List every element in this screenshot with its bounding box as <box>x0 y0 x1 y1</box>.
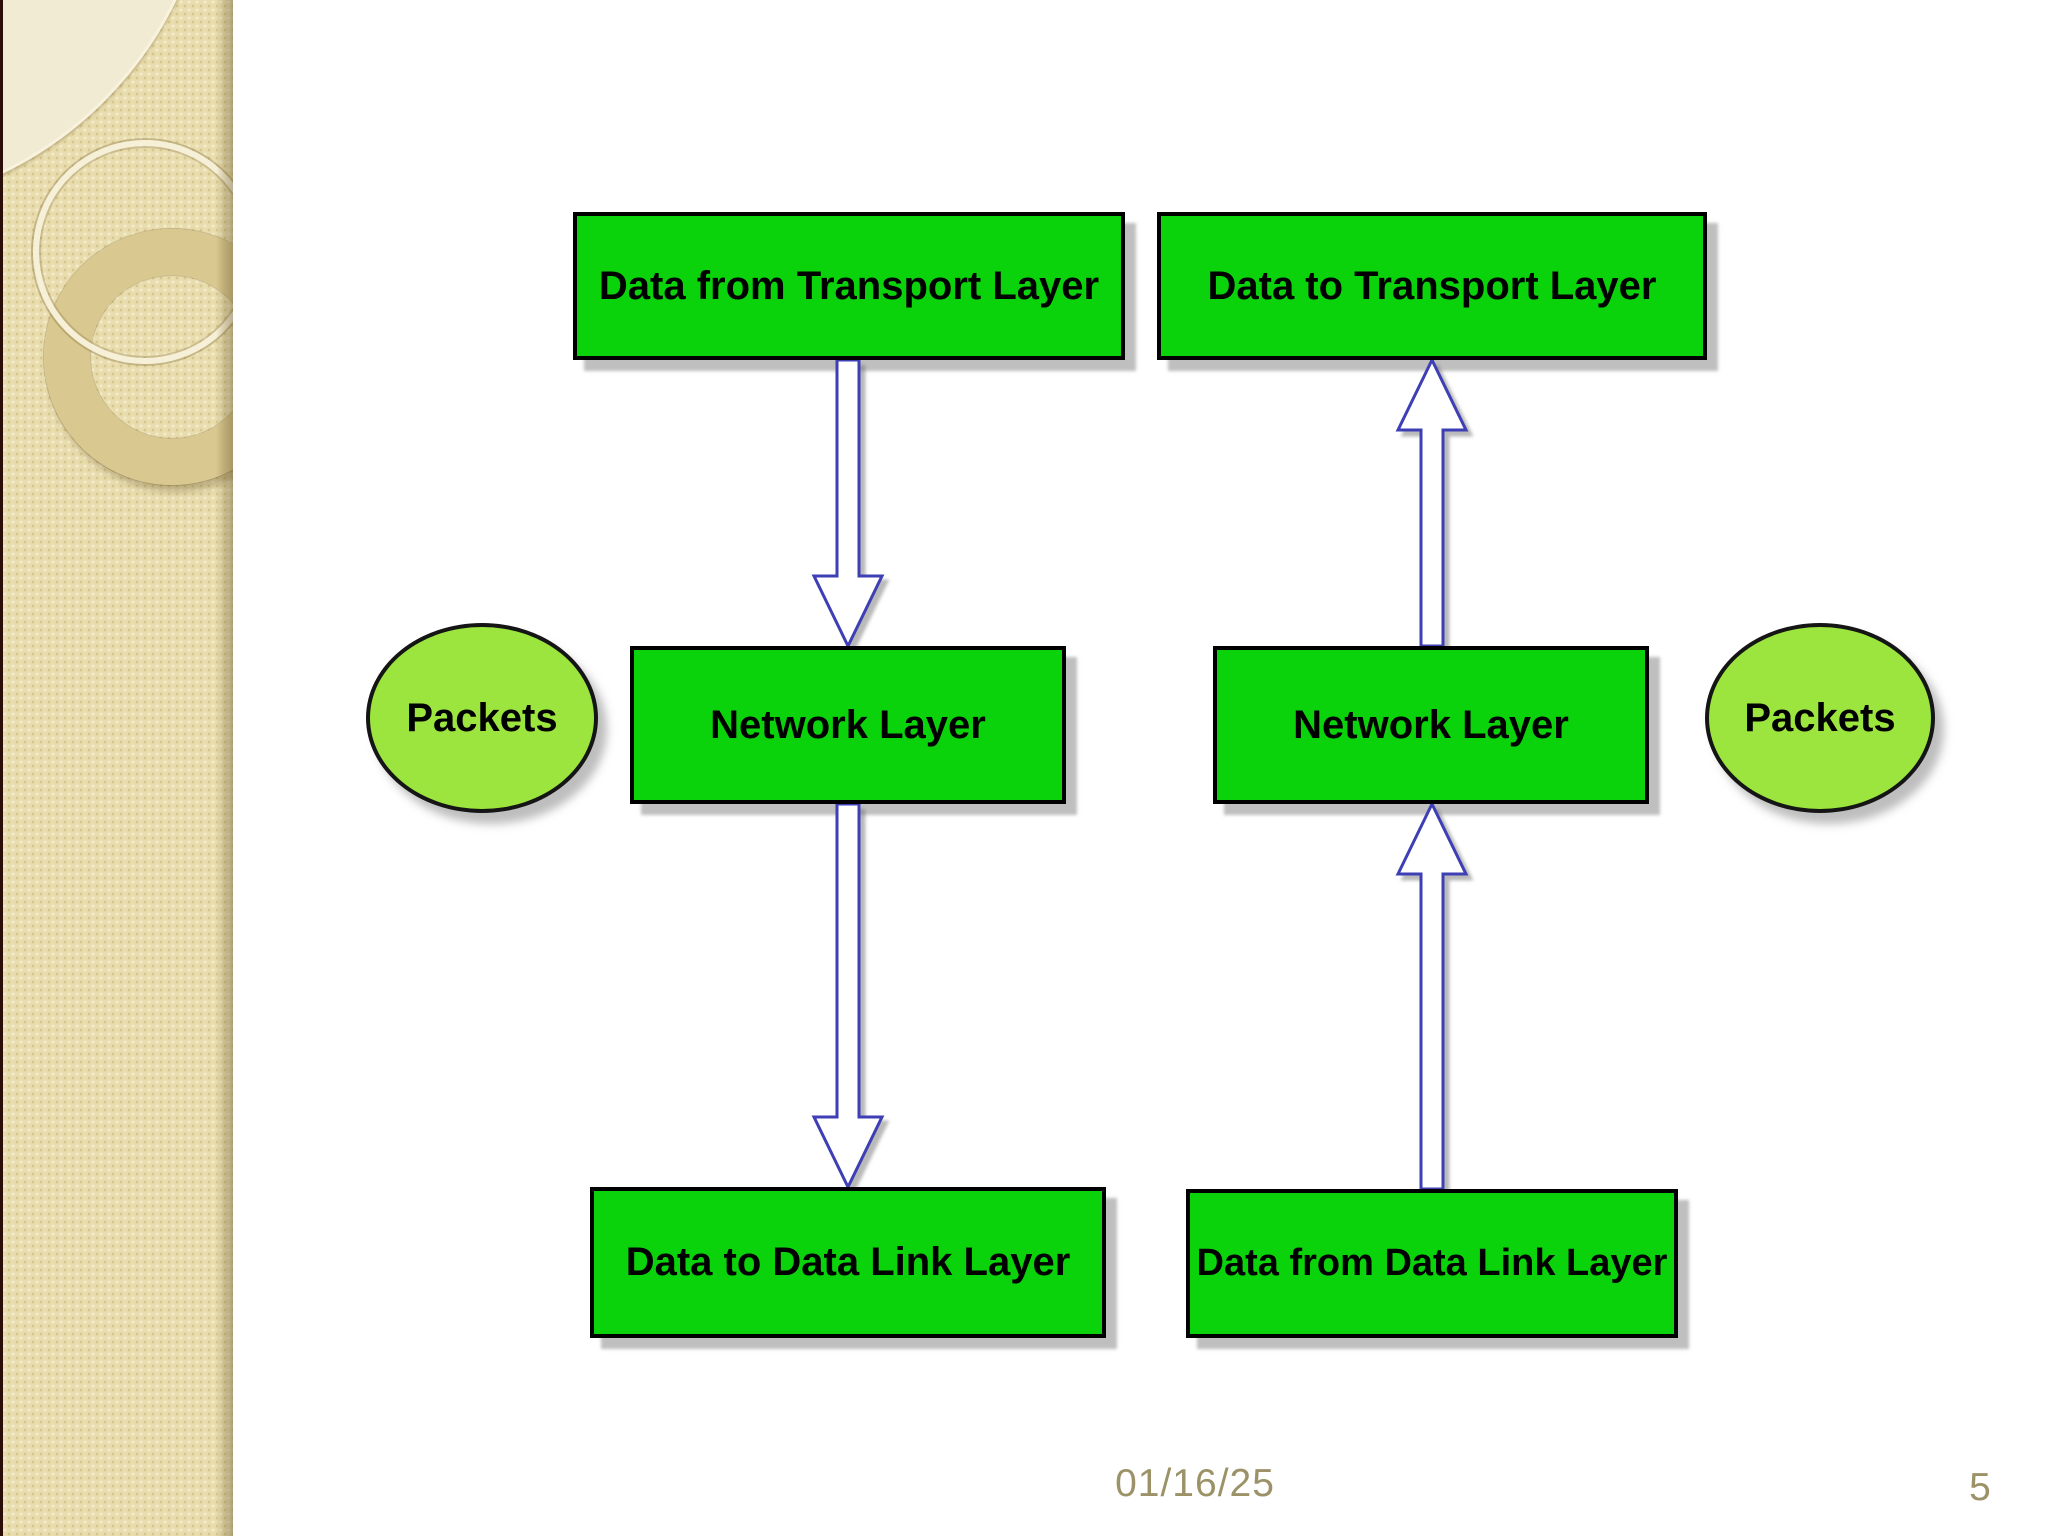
sidebar-thin-ring-decoration <box>33 140 233 364</box>
box-data-to-data-link-layer: Data to Data Link Layer <box>590 1187 1106 1338</box>
packets-right-ellipse: Packets <box>1705 623 1935 813</box>
up-arrow-network-to-transport <box>1395 360 1469 646</box>
box-data-to-transport-layer: Data to Transport Layer <box>1157 212 1707 360</box>
down-arrow-network-to-datalink <box>811 804 885 1187</box>
packets-left-ellipse: Packets <box>366 623 598 813</box>
up-arrow-datalink-to-network <box>1395 804 1469 1189</box>
slide-footer-date: 01/16/25 <box>1115 1462 1275 1505</box>
box-data-from-transport-layer: Data from Transport Layer <box>573 212 1125 360</box>
down-arrow-transport-to-network <box>811 360 885 646</box>
sidebar-decoration <box>0 0 233 1536</box>
box-data-from-data-link-layer: Data from Data Link Layer <box>1186 1189 1678 1338</box>
box-network-layer-right: Network Layer <box>1213 646 1649 804</box>
box-network-layer-left: Network Layer <box>630 646 1066 804</box>
sidebar-edge-shading <box>216 0 233 1536</box>
slide-page-number: 5 <box>1969 1466 1991 1509</box>
